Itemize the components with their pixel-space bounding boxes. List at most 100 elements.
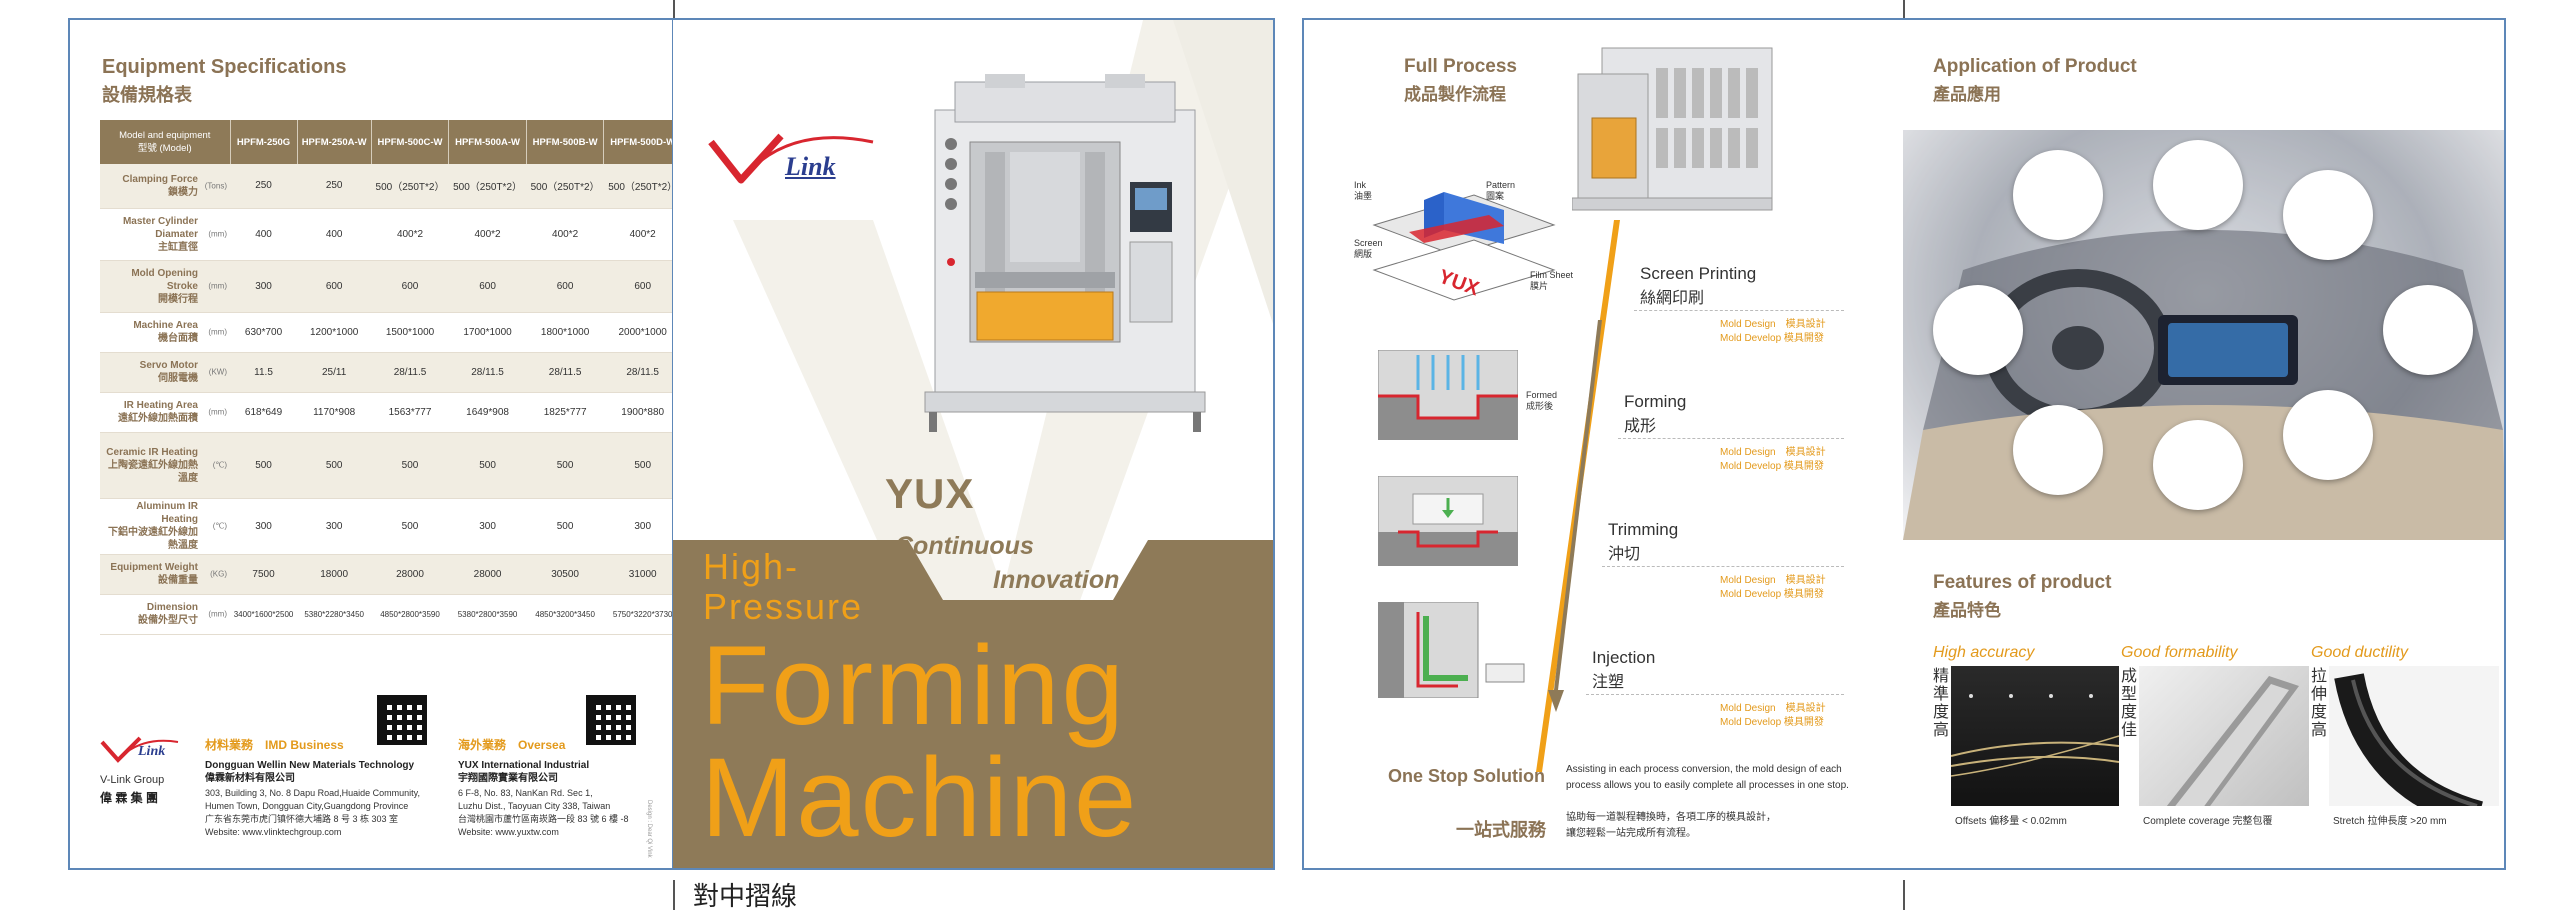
- spec-cell: 500: [297, 432, 372, 499]
- product-circle-5: [2383, 285, 2473, 375]
- spec-cell: 400*2: [526, 208, 604, 261]
- one-stop-desc-en: Assisting in each process conversion, th…: [1566, 764, 1849, 791]
- brand-logo: YUX: [885, 470, 975, 517]
- spec-cell: 500（250T*2）: [371, 164, 449, 209]
- spec-cell: 400: [230, 208, 298, 261]
- process-title-zh: 成品製作流程: [1404, 85, 1506, 104]
- crop-mark: [673, 880, 675, 910]
- spec-cell: 600: [371, 260, 449, 313]
- product-circle-2: [2153, 140, 2243, 230]
- spec-cell: 3400*1600*2500: [230, 594, 298, 635]
- application-title-zh: 產品應用: [1933, 85, 2001, 104]
- spec-cell: 500（250T*2）: [603, 164, 672, 209]
- product-circle-7: [2153, 420, 2243, 510]
- spec-cell: 28000: [448, 554, 527, 595]
- crop-mark: [1903, 880, 1905, 910]
- forming-machine-side-image: [1571, 38, 1782, 228]
- divider: [1618, 438, 1844, 439]
- product-circle-3: [2283, 170, 2373, 260]
- group-name: V-Link Group 偉 霖 集 團: [100, 774, 165, 805]
- spec-cell: 11.5: [230, 352, 298, 393]
- spec-cell: 250: [230, 164, 298, 209]
- spec-model-header: HPFM-250G: [230, 120, 298, 164]
- divider: [1586, 694, 1844, 695]
- spec-cell: 28/11.5: [371, 352, 449, 393]
- features-title-zh: 產品特色: [1933, 601, 2001, 620]
- spec-cell: 500: [448, 432, 527, 499]
- spec-cell: 1563*777: [371, 392, 449, 433]
- spec-cell: 400*2: [603, 208, 672, 261]
- spec-cell: 400: [297, 208, 372, 261]
- vlink-logo: Link: [707, 128, 877, 188]
- spec-cell: 1649*908: [448, 392, 527, 433]
- spec-cell: 400*2: [371, 208, 449, 261]
- spec-model-header: HPFM-500D-W: [603, 120, 672, 164]
- spec-header-row: Model and equipment 型號 (Model) HPFM-250G…: [100, 120, 672, 164]
- spec-cell: 1170*908: [297, 392, 372, 433]
- feature-image-accuracy: [1951, 666, 2119, 826]
- spec-cell: 300: [603, 498, 672, 555]
- trimming-diagram: [1377, 475, 1519, 567]
- product-circle-1: [2013, 150, 2103, 240]
- fold-note: 對中摺線: [693, 881, 798, 910]
- spec-cell: 31000: [603, 554, 672, 595]
- spec-cell: 5380*2280*3450: [297, 594, 372, 635]
- spec-cell: 300: [448, 498, 527, 555]
- one-stop-desc-zh: 協助每一道製程轉換時，各項工序的模具設計，讓您輕鬆一站完成所有流程。: [1566, 812, 1776, 839]
- slogan-line-2: Innovation: [993, 566, 1120, 594]
- design-credit: Design : Dear Qi Vink: [646, 800, 652, 858]
- high-pressure-line-1: High-: [703, 546, 800, 587]
- feature-label-1: High accuracy: [1933, 644, 2035, 661]
- spec-cell: 618*649: [230, 392, 298, 433]
- spec-cell: 25/11: [297, 352, 372, 393]
- spec-cell: 500: [371, 498, 449, 555]
- one-stop-title-en: One Stop Solution: [1388, 766, 1545, 786]
- spec-title-zh: 設備規格表: [102, 85, 192, 105]
- divider: [1634, 310, 1844, 311]
- spec-cell: 600: [297, 260, 372, 313]
- one-stop-title-zh: 一站式服務: [1456, 820, 1546, 840]
- product-circle-8: [2283, 390, 2373, 480]
- features-title-en: Features of product: [1933, 572, 2112, 593]
- car-interior-image: [1903, 130, 2504, 540]
- feature-caption-1: Offsets 偏移量 < 0.02mm: [1955, 816, 2067, 827]
- feature-vertical-3: 拉伸度高: [2310, 668, 2327, 739]
- feature-label-2: Good formability: [2121, 644, 2238, 661]
- feature-vertical-2: 成型度佳: [2120, 668, 2137, 739]
- qr-code-imd: [377, 695, 427, 745]
- spec-cell: 250: [297, 164, 372, 209]
- spec-cell: 28/11.5: [526, 352, 604, 393]
- high-pressure-line-2: Pressure: [703, 586, 864, 627]
- spec-cell: 600: [526, 260, 604, 313]
- screen-printing-diagram: YUX: [1354, 170, 1594, 320]
- process-title-en: Full Process: [1404, 56, 1517, 77]
- spec-cell: 500（250T*2）: [448, 164, 527, 209]
- spec-cell: 1200*1000: [297, 312, 372, 353]
- product-circle-4: [1933, 285, 2023, 375]
- spec-cell: 28/11.5: [448, 352, 527, 393]
- spec-header-label: Model and equipment 型號 (Model): [100, 120, 231, 164]
- crop-mark: [673, 0, 675, 18]
- spec-cell: 28/11.5: [603, 352, 672, 393]
- spec-cell: 300: [297, 498, 372, 555]
- feature-caption-2: Complete coverage 完整包覆: [2143, 816, 2273, 827]
- spec-cell: 4850*2800*3590: [371, 594, 449, 635]
